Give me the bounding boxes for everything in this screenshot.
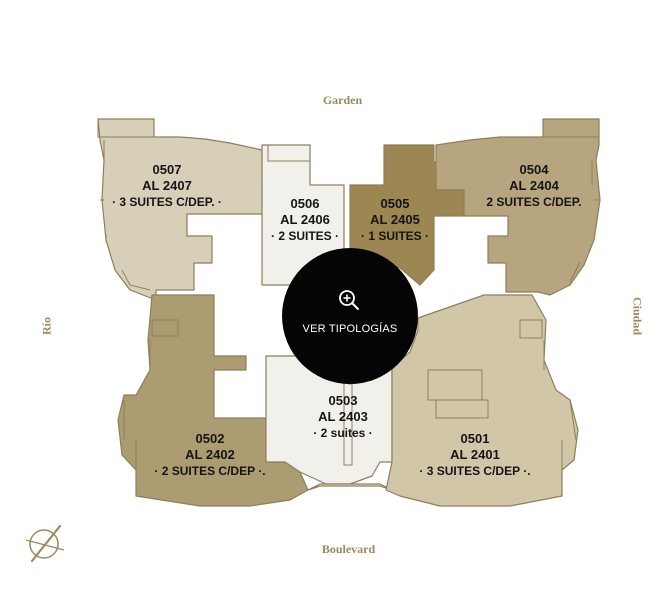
orientation-boulevard: Boulevard	[321, 542, 376, 556]
unit-desc: · 2 SUITES ·	[270, 229, 339, 243]
unit-label-0505[interactable]: 0505 AL 2405 · 1 SUITES ·	[305, 196, 485, 244]
unit-desc: · 3 SUITES C/DEP ·.	[419, 464, 531, 478]
unit-label-0502[interactable]: 0502 AL 2402 · 2 SUITES C/DEP ·.	[120, 431, 300, 479]
compass-icon	[25, 524, 65, 563]
unit-desc: · 2 suites ·	[313, 426, 373, 440]
ver-tipologias-button[interactable]: VER TIPOLOGÍAS	[282, 248, 418, 384]
unit-0504-shape[interactable]	[435, 118, 601, 296]
orientation-ciudad: Ciudad	[630, 296, 645, 336]
unit-desc: · 1 SUITES ·	[360, 229, 429, 243]
unit-code: AL 2404	[509, 178, 559, 193]
zoom-in-icon	[339, 290, 359, 310]
unit-code: AL 2405	[370, 212, 420, 227]
unit-number: 0503	[328, 393, 358, 408]
unit-desc: 2 SUITES C/DEP.	[486, 195, 582, 209]
unit-code: AL 2401	[450, 447, 500, 462]
unit-code: AL 2406	[280, 212, 330, 227]
orientation-rio: Río	[39, 317, 54, 335]
unit-number: 0507	[152, 162, 182, 177]
unit-code: AL 2402	[185, 447, 235, 462]
orientation-garden: Garden	[322, 93, 363, 107]
unit-code: AL 2407	[142, 178, 192, 193]
unit-code: AL 2403	[318, 409, 368, 424]
unit-number: 0506	[290, 196, 320, 211]
unit-label-0507[interactable]: 0507 AL 2407 · 3 SUITES C/DEP. ·	[77, 162, 257, 210]
unit-0501-shape[interactable]	[385, 294, 579, 507]
unit-label-0503[interactable]: 0503 AL 2403 · 2 suites ·	[253, 393, 433, 441]
unit-desc: · 3 SUITES C/DEP. ·	[112, 195, 222, 209]
unit-label-0501[interactable]: 0501 AL 2401 · 3 SUITES C/DEP ·.	[385, 431, 565, 479]
unit-number: 0501	[460, 431, 490, 446]
unit-desc: · 2 SUITES C/DEP ·.	[154, 464, 266, 478]
unit-0507-shape[interactable]	[97, 118, 281, 301]
unit-label-0506[interactable]: 0506 AL 2406 · 2 SUITES ·	[215, 196, 395, 244]
unit-number: 0505	[380, 196, 410, 211]
unit-number: 0502	[195, 431, 225, 446]
unit-label-0504[interactable]: 0504 AL 2404 2 SUITES C/DEP.	[444, 162, 624, 210]
unit-number: 0504	[519, 162, 549, 177]
unit-0502-shape[interactable]	[117, 294, 309, 507]
ver-tipologias-label: VER TIPOLOGÍAS	[302, 323, 398, 335]
